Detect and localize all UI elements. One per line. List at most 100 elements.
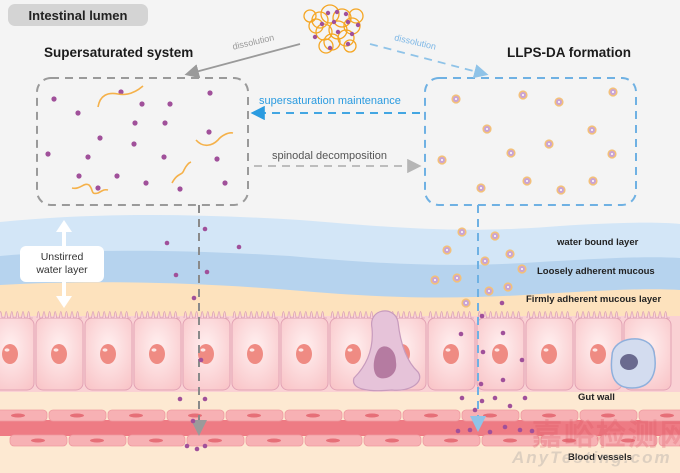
drug-molecule bbox=[500, 330, 506, 336]
drug-molecule bbox=[529, 428, 535, 434]
cell-nucleus bbox=[345, 344, 361, 364]
drug-molecule bbox=[177, 186, 183, 192]
drug-molecule bbox=[167, 101, 173, 107]
llps-droplet-center bbox=[461, 231, 463, 233]
mucus-llps-droplets bbox=[430, 227, 527, 308]
nucleus-highlight bbox=[249, 348, 255, 352]
drug-molecule bbox=[207, 90, 213, 96]
drug-molecule bbox=[500, 377, 506, 383]
blood-vessels-label: Blood vessels bbox=[568, 452, 632, 463]
polymer-loop bbox=[348, 8, 364, 24]
endothelial-nucleus bbox=[385, 438, 399, 443]
microvilli bbox=[183, 311, 229, 319]
drug-molecule bbox=[162, 120, 168, 126]
unstirred-water-layer-label: Unstirred water layer bbox=[20, 246, 104, 282]
cell-nucleus bbox=[100, 344, 116, 364]
drug-molecule bbox=[202, 226, 208, 232]
drug-molecule bbox=[312, 34, 318, 40]
microvilli bbox=[477, 311, 523, 319]
llps-droplet-center bbox=[510, 152, 512, 154]
endothelial-nucleus bbox=[483, 413, 497, 418]
llps-droplet-center bbox=[612, 91, 614, 93]
drug-molecule bbox=[472, 407, 478, 413]
intestinal-lumen-label: Intestinal lumen bbox=[8, 4, 148, 26]
drug-molecule bbox=[184, 443, 190, 449]
nucleus-highlight bbox=[200, 348, 206, 352]
cell-nucleus bbox=[149, 344, 165, 364]
endothelial-nucleus bbox=[365, 413, 379, 418]
goblet-cell-nucleus bbox=[373, 346, 397, 379]
llps-droplet-center bbox=[488, 290, 490, 292]
endothelial-nucleus bbox=[562, 438, 576, 443]
drug-molecule bbox=[487, 429, 493, 435]
polymer-loop bbox=[318, 38, 334, 54]
drug-molecule bbox=[519, 357, 525, 363]
endothelial-nucleus bbox=[601, 413, 615, 418]
drug-molecule bbox=[499, 300, 505, 306]
endothelial-nucleus bbox=[70, 413, 84, 418]
epithelium-cells bbox=[0, 311, 680, 392]
enteroendocrine-nucleus bbox=[620, 354, 638, 370]
endothelial-nucleus bbox=[503, 438, 517, 443]
drug-molecule bbox=[319, 21, 325, 27]
drug-molecule bbox=[204, 269, 210, 275]
drug-molecule bbox=[331, 19, 337, 25]
drug-molecule bbox=[95, 185, 101, 191]
endothelial-nucleus bbox=[660, 413, 674, 418]
cell-nucleus bbox=[541, 344, 557, 364]
drug-molecule bbox=[198, 357, 204, 363]
nucleus-highlight bbox=[445, 348, 451, 352]
supersaturated-system-title: Supersaturated system bbox=[44, 45, 194, 60]
drug-molecule bbox=[161, 154, 167, 160]
watermark-en: AnyTesting.com bbox=[512, 448, 672, 467]
llps-droplet-center bbox=[484, 260, 486, 262]
drug-molecule bbox=[522, 395, 528, 401]
drug-molecule bbox=[191, 295, 197, 301]
drug-molecule bbox=[118, 89, 124, 95]
drug-molecule bbox=[222, 180, 228, 186]
drug-molecule bbox=[334, 9, 340, 15]
endothelial-cell bbox=[638, 409, 680, 422]
endothelial-nucleus bbox=[621, 438, 635, 443]
llps-droplet-center bbox=[434, 279, 436, 281]
drug-molecule bbox=[114, 173, 120, 179]
drug-molecule bbox=[345, 19, 351, 25]
endothelial-nucleus bbox=[306, 413, 320, 418]
drug-molecule bbox=[164, 240, 170, 246]
drug-molecule bbox=[325, 10, 331, 16]
cell-nucleus bbox=[247, 344, 263, 364]
nucleus-highlight bbox=[592, 348, 598, 352]
llps-droplet-center bbox=[521, 268, 523, 270]
drug-polymer-aggregate bbox=[303, 4, 364, 54]
llps-droplet-center bbox=[494, 235, 496, 237]
endothelial-cell bbox=[658, 434, 680, 447]
endothelial-nucleus bbox=[326, 438, 340, 443]
watermark-cn: 嘉峪检测网 bbox=[532, 419, 680, 452]
drug-molecule bbox=[458, 331, 464, 337]
drug-molecule bbox=[507, 403, 513, 409]
microvilli bbox=[134, 311, 180, 319]
drug-molecule bbox=[45, 151, 51, 157]
drug-molecule bbox=[76, 173, 82, 179]
llps-da-formation-title: LLPS-DA formation bbox=[507, 45, 631, 60]
supersaturated-system-box bbox=[36, 77, 249, 206]
drug-molecule bbox=[455, 428, 461, 434]
endothelial-nucleus bbox=[208, 438, 222, 443]
microvilli bbox=[624, 311, 670, 319]
drug-molecule bbox=[177, 396, 183, 402]
drug-molecule bbox=[355, 22, 361, 28]
drug-molecule bbox=[345, 41, 351, 47]
dissolution-arrow-right bbox=[369, 43, 489, 79]
llps-droplet-center bbox=[465, 302, 467, 304]
llps-droplet-center bbox=[480, 187, 482, 189]
drug-molecule bbox=[480, 349, 486, 355]
microvilli bbox=[85, 311, 131, 319]
llps-droplet-center bbox=[548, 143, 550, 145]
llps-droplet-center bbox=[522, 94, 524, 96]
drug-molecule bbox=[492, 395, 498, 401]
endothelial-nucleus bbox=[542, 413, 556, 418]
microvilli bbox=[232, 311, 278, 319]
drug-molecule bbox=[75, 110, 81, 116]
microvilli bbox=[330, 311, 376, 319]
